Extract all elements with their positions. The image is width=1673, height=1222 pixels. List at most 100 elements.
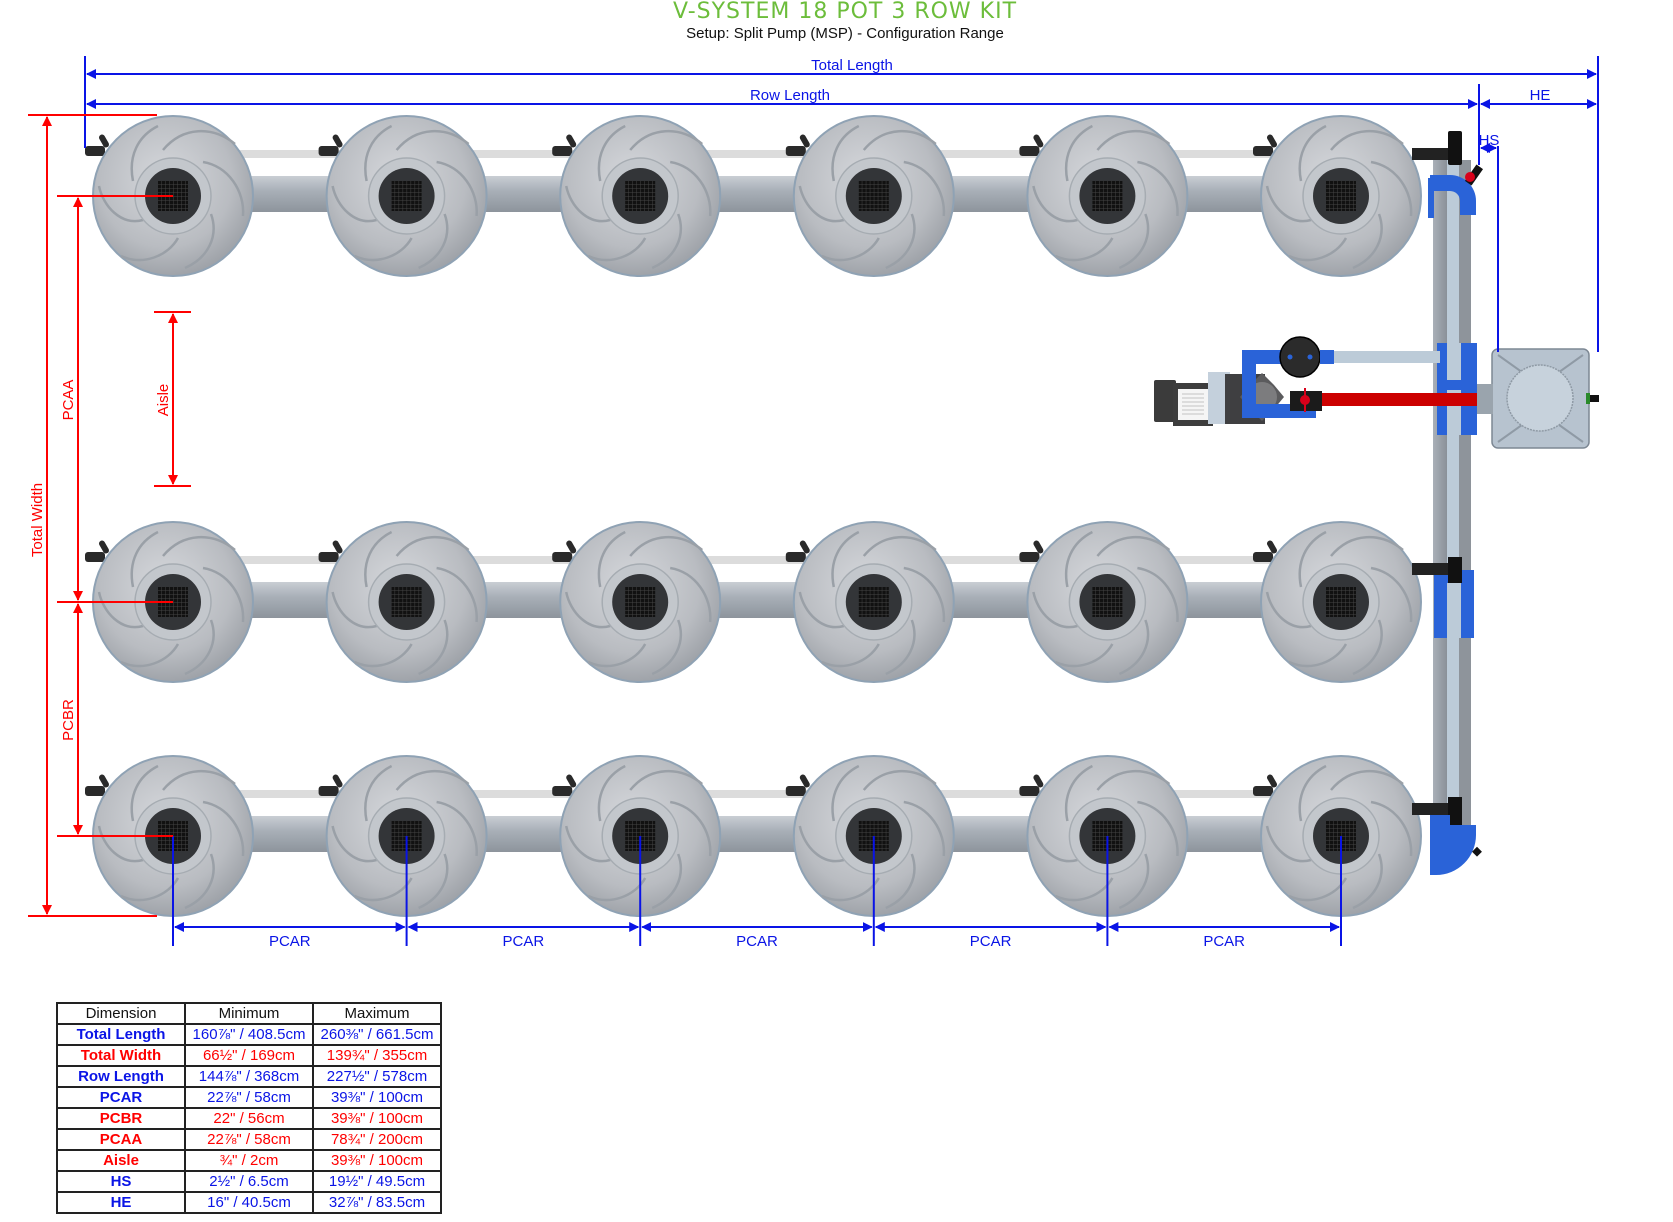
drip-fitting-icon [785, 774, 810, 796]
maximum-cell: 139¾" / 355cm [312, 1044, 442, 1067]
column-header: Minimum [184, 1002, 314, 1025]
drip-fitting-icon [85, 774, 109, 796]
grow-pot-r1-c4 [792, 114, 956, 278]
dimension-name-cell: HS [56, 1170, 186, 1193]
maximum-cell: 19½" / 49.5cm [312, 1170, 442, 1193]
drain-valve-icon [1464, 164, 1484, 186]
drip-fitting-icon [318, 540, 343, 562]
aisle-label: Aisle [155, 384, 172, 417]
dimension-name-cell: Total Width [56, 1044, 186, 1067]
drip-fitting-icon [785, 540, 810, 562]
grow-pot-r1-c2 [325, 114, 488, 278]
drip-fitting-icon [552, 540, 577, 562]
dimension-name-cell: Total Length [56, 1023, 186, 1046]
dimension-name-cell: PCBR [56, 1107, 186, 1130]
total-length-label: Total Length [811, 57, 893, 74]
maximum-cell: 32⅞" / 83.5cm [312, 1191, 442, 1214]
feed-line [1322, 393, 1494, 406]
return-manifold [1412, 131, 1484, 875]
drip-fitting-icon [1253, 774, 1277, 796]
grow-pot-r2-c5 [1026, 520, 1189, 684]
drip-fitting-icon [1019, 134, 1044, 156]
minimum-cell: 22⅞" / 58cm [184, 1086, 314, 1109]
bottom-elbow-fitting [1430, 815, 1476, 875]
pump-assembly [1154, 336, 1494, 426]
grow-pot-r2-c6 [1259, 520, 1423, 684]
total-width-label: Total Width [29, 483, 46, 557]
drip-fitting-icon [85, 540, 109, 562]
row-pipes [85, 134, 1401, 852]
minimum-cell: 160⅞" / 408.5cm [184, 1023, 314, 1046]
top-elbow-fitting [1430, 175, 1476, 215]
return-line [1334, 351, 1440, 363]
grow-pot-r2-c4 [792, 520, 956, 684]
drip-fitting-icon [1253, 134, 1277, 156]
drip-fitting-icon [552, 134, 577, 156]
dimension-lines-red [28, 114, 191, 917]
top-connector [1412, 148, 1448, 160]
pcar-label: PCAR [503, 933, 545, 950]
drip-fitting-icon [1019, 540, 1044, 562]
row-length-label: Row Length [750, 87, 830, 104]
minimum-cell: ¾" / 2cm [184, 1149, 314, 1172]
dimension-name-cell: PCAA [56, 1128, 186, 1151]
column-header: Dimension [56, 1002, 186, 1025]
pcar-label: PCAR [269, 933, 311, 950]
drip-fitting-icon [85, 134, 109, 156]
dimension-name-cell: HE [56, 1191, 186, 1214]
grow-pot-r2-c3 [558, 520, 722, 684]
maximum-cell: 78¾" / 200cm [312, 1128, 442, 1151]
grow-pot-r2-c2 [325, 520, 488, 684]
top-tee-fitting [1448, 131, 1462, 165]
minimum-cell: 2½" / 6.5cm [184, 1170, 314, 1193]
maximum-cell: 39⅜" / 100cm [312, 1086, 442, 1109]
system-layout-diagram: Total Length Row Length HE HS PCAR PCAR PC… [28, 56, 1599, 950]
dimension-name-cell: Row Length [56, 1065, 186, 1088]
reservoir [1477, 348, 1599, 449]
grow-pot-r1-c3 [558, 114, 722, 278]
drip-fitting-icon [318, 134, 343, 156]
pcar-label: PCAR [1203, 933, 1245, 950]
maximum-cell: 227½" / 578cm [312, 1065, 442, 1088]
maximum-cell: 39⅜" / 100cm [312, 1149, 442, 1172]
minimum-cell: 22" / 56cm [184, 1107, 314, 1130]
minimum-cell: 66½" / 169cm [184, 1044, 314, 1067]
grow-pot-r1-c6 [1259, 114, 1423, 278]
table-header-row: Dimension Minimum Maximum [56, 1002, 442, 1025]
pcaa-label: PCAA [60, 380, 77, 421]
maximum-cell: 260⅜" / 661.5cm [312, 1023, 442, 1046]
minimum-cell: 16" / 40.5cm [184, 1191, 314, 1214]
pcar-label: PCAR [736, 933, 778, 950]
column-header: Maximum [312, 1002, 442, 1025]
dimension-name-cell: PCAR [56, 1086, 186, 1109]
drip-fitting-icon [1019, 774, 1044, 796]
drip-fitting-icon [318, 774, 343, 796]
pcbr-label: PCBR [60, 699, 77, 741]
he-label: HE [1530, 87, 1551, 104]
flow-meter-icon [1279, 336, 1321, 378]
drip-fitting-icon [552, 774, 577, 796]
reservoir-outlet [1589, 395, 1599, 402]
minimum-cell: 22⅞" / 58cm [184, 1128, 314, 1151]
pcar-label: PCAR [970, 933, 1012, 950]
grow-pot-r1-c5 [1026, 114, 1189, 278]
dimension-name-cell: Aisle [56, 1149, 186, 1172]
drip-fitting-icon [785, 134, 810, 156]
dimension-lines-blue [84, 56, 1599, 946]
diagram-title: V-SYSTEM 18 POT 3 ROW KIT [672, 0, 1018, 24]
minimum-cell: 144⅞" / 368cm [184, 1065, 314, 1088]
diagram-subtitle: Setup: Split Pump (MSP) - Configuration … [686, 25, 1004, 42]
pump-motor [1154, 380, 1176, 422]
hs-label: HS [1479, 132, 1500, 149]
maximum-cell: 39⅜" / 100cm [312, 1107, 442, 1130]
